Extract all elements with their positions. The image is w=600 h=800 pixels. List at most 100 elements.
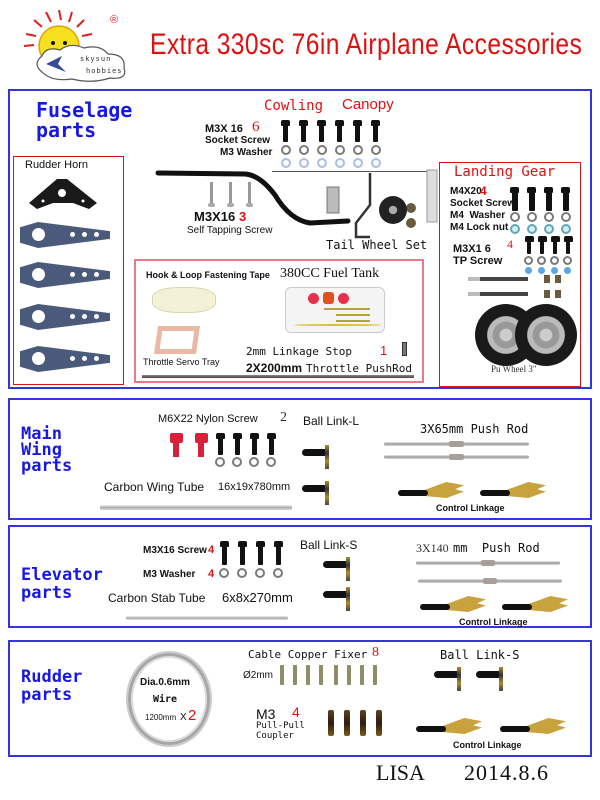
self-tapping-screw: [246, 182, 253, 207]
socket-screw: [220, 541, 229, 565]
rudder-control-linkage-label: Control Linkage: [453, 740, 522, 750]
elevator-washer-label: M3 Washer: [143, 569, 196, 580]
washer: [563, 256, 572, 265]
pull-pull-coupler-icon: [344, 710, 350, 736]
socket-screw: [317, 120, 326, 142]
washer: [335, 158, 345, 168]
ball-link-icon: [302, 481, 338, 507]
rudder-horn-icon: [29, 179, 97, 209]
washer: [317, 145, 327, 155]
copper-fixer-icon: [360, 665, 364, 685]
page-title: Extra 330sc 76in Airplane Accessories: [150, 28, 583, 61]
main-wing-title-line1: Main: [21, 424, 62, 444]
control-linkage-icon: [398, 478, 468, 504]
lg-socket-size: M4X20: [450, 186, 482, 197]
linkage-stop-label: 2mm Linkage Stop: [246, 345, 352, 358]
self-tapping-size: M3X16: [194, 209, 236, 224]
control-linkage-icon: [420, 592, 490, 618]
washer: [249, 457, 259, 467]
wing-tube-size: 16x19x780mm: [218, 481, 291, 493]
nylon-screw-icon: [170, 433, 183, 457]
coupler-line1: Pull-Pull: [256, 721, 305, 731]
elevator-screw-qty: 4: [208, 544, 215, 556]
coupler-line2: Coupler: [256, 731, 294, 741]
pull-pull-coupler-icon: [376, 710, 382, 736]
rudder-title-line2: parts: [21, 684, 73, 705]
ball-link-icon: [323, 587, 359, 613]
washer: [281, 145, 291, 155]
blue-nut: [564, 267, 571, 274]
lg-socket-qty: 4: [480, 184, 487, 198]
washer: [537, 256, 546, 265]
landing-gear-title: Landing Gear: [454, 164, 556, 180]
lg-tp-size: M3X1 6: [453, 243, 491, 255]
wire-coil-icon: [128, 653, 210, 745]
logo-text-top: skysun: [80, 55, 112, 63]
wing-tube-label: Carbon Wing Tube: [104, 480, 205, 494]
rudder-horn-label: Rudder Horn: [25, 159, 88, 171]
washer: [524, 256, 533, 265]
washer: [371, 145, 381, 155]
push-rod-icon: [416, 560, 560, 566]
coupler-size: M3: [256, 706, 276, 722]
cloud-icon: [36, 44, 126, 82]
collar-icon: [555, 290, 561, 298]
nylon-screw-label: M6X22 Nylon Screw: [158, 413, 258, 425]
copper-fixer-icon: [319, 665, 323, 685]
carbon-wing-tube-icon: [100, 505, 292, 510]
wheel-label: Pu Wheel 3": [491, 364, 537, 374]
fuselage-section: [8, 89, 592, 389]
fuselage-title-line1: Fuselage: [36, 98, 133, 122]
fuselage-title: Fuselage parts: [36, 100, 132, 140]
washer: [255, 568, 265, 578]
elevator-pushrod-size: 3X140: [416, 541, 449, 555]
ball-link-icon: [434, 667, 470, 693]
socket-screw: [250, 433, 259, 455]
wire-dia: Dia.0.6mm: [140, 677, 191, 688]
control-linkage-icon: [416, 714, 486, 740]
washer: [266, 457, 276, 467]
lock-nut: [561, 224, 571, 234]
wire-mult: X: [180, 712, 187, 723]
main-wing-title-line2: Wing: [21, 440, 62, 461]
collar-icon: [544, 290, 550, 298]
rudder-section: [8, 640, 592, 757]
socket-screw: [561, 187, 570, 211]
lg-tp-name: TP Screw: [453, 255, 503, 267]
skysun-logo: skysun hobbies ®: [14, 8, 134, 82]
socket-screw: [267, 433, 276, 455]
push-rod-icon: [384, 454, 529, 460]
tp-screw: [551, 236, 560, 254]
elevator-control-linkage-label: Control Linkage: [459, 617, 528, 627]
washer: [544, 212, 554, 222]
washer: [353, 158, 363, 168]
socket-screw-size: M3X 16: [205, 123, 243, 135]
elevator-pushrod-name: mm Push Rod: [453, 541, 540, 555]
tail-wheel-label: Tail Wheel Set: [326, 238, 428, 252]
push-rod-icon: [384, 441, 529, 447]
date-label: 2014.8.6: [464, 760, 549, 785]
socket-screw: [335, 120, 344, 142]
socket-screw: [233, 433, 242, 455]
elevator-title: Elevator parts: [21, 566, 103, 603]
ball-link-icon: [302, 445, 338, 471]
wing-pushrod-label: 3X65mm Push Rod: [420, 422, 529, 436]
washer: [317, 158, 327, 168]
stab-tube-size: 6x8x270mm: [222, 590, 293, 605]
socket-screw: [299, 120, 308, 142]
collar-icon: [544, 275, 550, 283]
socket-screw: [544, 187, 553, 211]
washer: [510, 212, 520, 222]
copper-fixer-icon: [306, 665, 310, 685]
axle-icon: [468, 292, 528, 296]
washer: [219, 568, 229, 578]
lock-nut: [510, 224, 520, 234]
washer: [215, 457, 225, 467]
servo-tray-label: Throttle Servo Tray: [143, 357, 220, 367]
author-label: LISA: [376, 760, 425, 785]
copper-fixer-icon: [280, 665, 284, 685]
cowling-label: Cowling: [264, 98, 324, 114]
socket-screw: [510, 187, 519, 211]
tp-screw: [538, 236, 547, 254]
washer: [299, 145, 309, 155]
